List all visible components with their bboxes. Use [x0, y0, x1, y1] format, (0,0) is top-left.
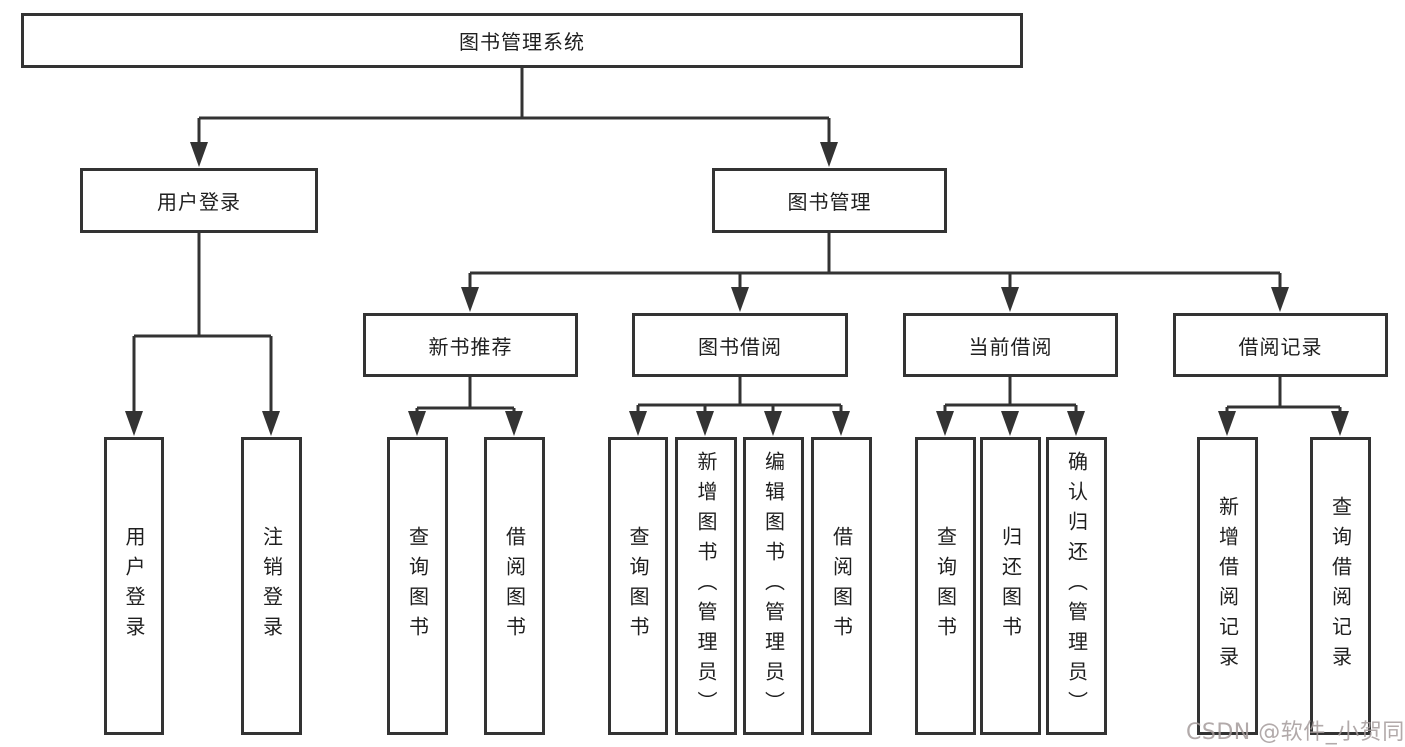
node-user-login-module: 用户登录 [80, 168, 318, 233]
csdn-watermark: CSDN @软件_小贺同学 [1186, 720, 1405, 745]
node-book-management-module: 图书管理 [712, 168, 947, 233]
leaf-user-login: 用户登录 [104, 437, 164, 735]
leaf-label: 注销登录 [259, 526, 284, 646]
node-new-book-recommend: 新书推荐 [363, 313, 578, 377]
leaf-label: 确认归还（管理员） [1064, 451, 1089, 721]
node-book-borrowing: 图书借阅 [632, 313, 848, 377]
leaf-label: 归还图书 [998, 526, 1023, 646]
leaf-add-books-admin: 新增图书（管理员） [675, 437, 737, 735]
leaf-label: 借阅图书 [502, 526, 527, 646]
leaf-borrow-books-recommend: 借阅图书 [484, 437, 545, 735]
leaf-label: 新增图书（管理员） [694, 451, 718, 721]
leaf-return-books: 归还图书 [980, 437, 1041, 735]
leaf-label: 查询借阅记录 [1328, 496, 1353, 676]
node-borrow-records: 借阅记录 [1173, 313, 1388, 377]
leaf-label: 用户登录 [122, 526, 146, 646]
leaf-add-borrow-record: 新增借阅记录 [1197, 437, 1258, 735]
node-current-borrowing: 当前借阅 [903, 313, 1118, 377]
leaf-label: 新增借阅记录 [1215, 496, 1240, 676]
leaf-label: 编辑图书（管理员） [761, 451, 786, 721]
leaf-query-borrow-record: 查询借阅记录 [1310, 437, 1371, 735]
leaf-borrow-books: 借阅图书 [811, 437, 872, 735]
leaf-edit-books-admin: 编辑图书（管理员） [743, 437, 804, 735]
leaf-confirm-return-admin: 确认归还（管理员） [1046, 437, 1107, 735]
leaf-label: 借阅图书 [829, 526, 854, 646]
leaf-query-books-current: 查询图书 [915, 437, 976, 735]
node-root-library-system: 图书管理系统 [21, 13, 1023, 68]
leaf-label: 查询图书 [405, 526, 430, 646]
leaf-query-books-recommend: 查询图书 [387, 437, 448, 735]
leaf-label: 查询图书 [626, 526, 650, 646]
leaf-query-books-borrowing: 查询图书 [608, 437, 668, 735]
leaf-label: 查询图书 [933, 526, 958, 646]
leaf-logout: 注销登录 [241, 437, 302, 735]
